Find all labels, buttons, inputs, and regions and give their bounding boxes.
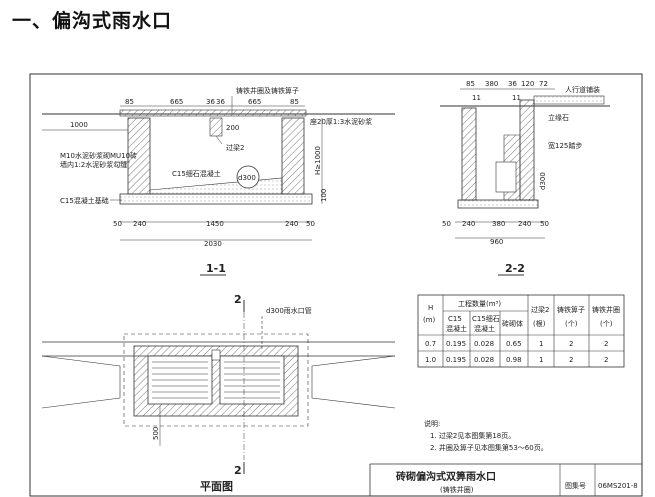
td-r1-grate: 2 <box>569 340 573 348</box>
td-r1-beam: 1 <box>539 340 543 348</box>
td-r2-ring: 2 <box>604 356 608 364</box>
plan-mark-bottom: 2 <box>234 464 242 477</box>
s22-dim-1: 85 <box>466 80 475 88</box>
th-beam: 过梁2 <box>531 305 549 314</box>
s22-sub-11a: 11 <box>472 94 481 102</box>
th-beam-unit: (根) <box>533 319 546 328</box>
pipe-circle <box>236 165 260 189</box>
label-beam: 过梁2 <box>226 143 244 152</box>
s22-d300: d300 <box>539 172 547 190</box>
th-c15fine-sub: 混凝土 <box>474 324 495 333</box>
label-pipe: d300 <box>238 174 256 182</box>
quantity-table: H (m) 工程数量(m³) C15 混凝土 C15细石 混凝土 砖砌体 过梁2… <box>417 294 625 368</box>
title-name: 砖砌偏沟式双箅雨水口 <box>396 470 496 483</box>
fig-no: 06MS201-8 <box>598 482 638 490</box>
dim-top-1: 85 <box>125 98 134 106</box>
td-r2-c15: 0.195 <box>446 356 466 364</box>
th-ring: 铸铁井圈 <box>592 305 620 314</box>
td-r2-fine: 0.028 <box>474 356 494 364</box>
section-2-2: 85 380 36 120 72 11 11 d300 人行道铺装 立缘石 宽1… <box>440 80 610 276</box>
label-step: 宽125踏步 <box>548 141 582 150</box>
label-walk: 人行道铺装 <box>565 85 600 94</box>
plan-title: 平面图 <box>200 480 233 493</box>
s22-dim-2: 380 <box>485 80 498 88</box>
dim-bot-5: 50 <box>306 220 315 228</box>
th-h-unit: (m) <box>423 316 436 324</box>
wall-right <box>281 117 305 195</box>
s22-dim-5: 72 <box>539 80 548 88</box>
td-r2-h: 1.0 <box>425 356 436 364</box>
section-title-22: 2-2 <box>505 262 525 275</box>
th-ring-unit: (个) <box>600 320 613 328</box>
s22-total: 960 <box>490 238 503 246</box>
section-1-1: 85 665 36 36 665 85 铸铁井圈及铸铁箅子 200 过梁2 d3… <box>42 86 395 276</box>
td-r2-grate: 2 <box>569 356 573 364</box>
s22-bot-1: 50 <box>442 220 451 228</box>
th-h: H <box>428 304 433 312</box>
th-brick: 砖砌体 <box>502 319 523 328</box>
plan-dim-500: 500 <box>152 427 160 440</box>
note-1: 1. 过梁2见本图集第18页。 <box>430 431 515 440</box>
sheet-frame <box>29 73 643 497</box>
th-grate: 铸铁箅子 <box>557 305 585 314</box>
td-r2-beam: 1 <box>539 356 543 364</box>
label-curb: 立缘石 <box>548 113 569 122</box>
dim-1000: 1000 <box>70 121 88 129</box>
label-c15fine: C15细石混凝土 <box>172 169 221 178</box>
s22-bot-2: 240 <box>462 220 475 228</box>
dim-top-2: 665 <box>170 98 183 106</box>
plan-pipe-label: d300雨水口管 <box>266 306 312 315</box>
plan-mark-top: 2 <box>234 293 242 306</box>
td-r2-brick: 0.98 <box>506 356 522 364</box>
th-c15: C15 <box>448 315 462 323</box>
section-title-11: 1-1 <box>206 262 226 275</box>
th-c15-sub: 混凝土 <box>446 324 467 333</box>
notes: 说明: 1. 过梁2见本图集第18页。 2. 井圈及箅子见本图集第53～60页。 <box>424 419 548 452</box>
dim-100: 100 <box>320 189 328 202</box>
s22-bot-4: 240 <box>518 220 531 228</box>
note-2: 2. 井圈及箅子见本图集第53～60页。 <box>430 443 548 452</box>
s22-dim-3: 36 <box>508 80 517 88</box>
dim-top-5: 665 <box>248 98 261 106</box>
th-qty: 工程数量(m³) <box>458 299 501 308</box>
dim-bot-1: 50 <box>113 220 122 228</box>
dim-top-3: 36 <box>206 98 215 106</box>
s22-sub-11b: 11 <box>512 94 521 102</box>
plan-view: 2 d300雨水口管 500 2 平面图 <box>41 293 396 493</box>
label-wall: M10水泥砂浆砌MU10砖 <box>60 151 137 160</box>
dim-bot-2: 240 <box>133 220 146 228</box>
label-wall2: 墙内1:2水泥砂浆勾缝 <box>60 160 127 169</box>
dim-top-6: 85 <box>290 98 299 106</box>
td-r1-brick: 0.65 <box>506 340 522 348</box>
dim-total: 2030 <box>204 240 222 248</box>
page-heading: 一、偏沟式雨水口 <box>12 10 173 32</box>
s22-dim-4: 120 <box>521 80 534 88</box>
td-r1-c15: 0.195 <box>446 340 466 348</box>
dim-200: 200 <box>226 124 239 132</box>
title-sub: (铸铁井圈) <box>440 485 474 494</box>
td-r1-h: 0.7 <box>425 340 436 348</box>
fig-label: 图集号 <box>565 481 586 490</box>
th-grate-unit: (个) <box>565 320 578 328</box>
label-base: C15混凝土基础 <box>60 196 109 205</box>
notes-title: 说明: <box>424 419 440 428</box>
title-block: 砖砌偏沟式双箅雨水口 (铸铁井圈) 图集号 06MS201-8 <box>369 463 642 496</box>
td-r1-ring: 2 <box>604 340 608 348</box>
dim-h: H≥1000 <box>314 146 322 175</box>
s22-bot-5: 50 <box>540 220 549 228</box>
dim-bot-4: 240 <box>285 220 298 228</box>
dim-top-4: 36 <box>216 98 225 106</box>
dim-bot-3: 1450 <box>206 220 224 228</box>
label-mortar-cap: 座20厚1:3水泥砂浆 <box>310 117 372 126</box>
concrete-base <box>119 193 313 205</box>
s22-bot-3: 380 <box>492 220 505 228</box>
td-r1-fine: 0.028 <box>474 340 494 348</box>
th-c15fine: C15细石 <box>472 314 500 323</box>
label-grate: 铸铁井圈及铸铁箅子 <box>236 86 299 95</box>
